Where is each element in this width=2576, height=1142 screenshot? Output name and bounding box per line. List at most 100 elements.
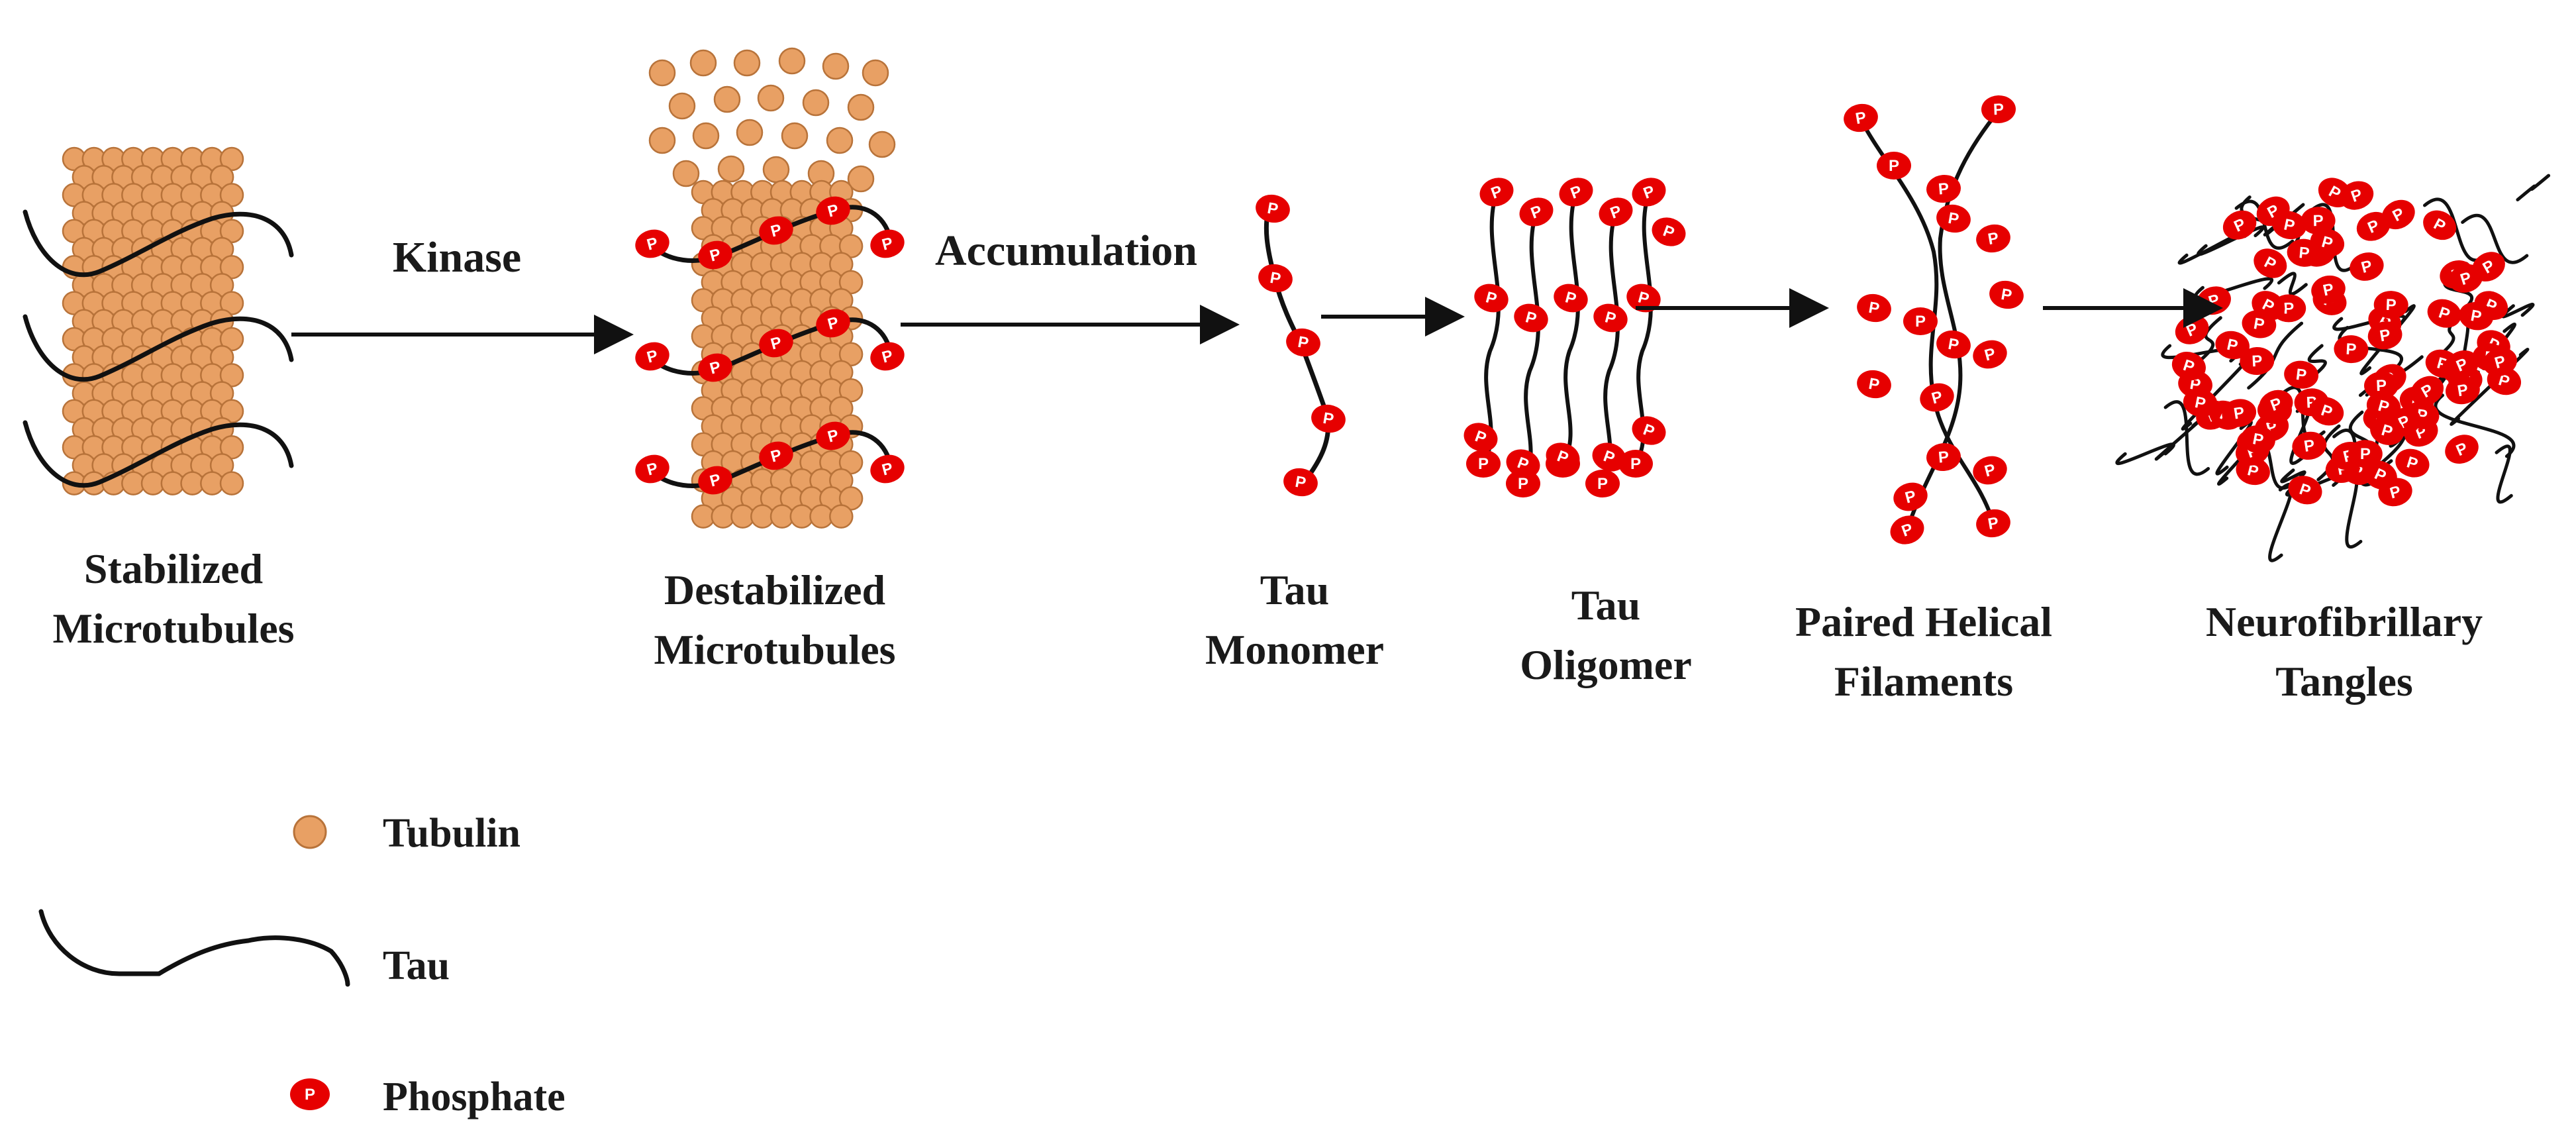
phosphate-ellipse [1286,328,1320,357]
phosphate-symbol: P [2375,377,2387,395]
phosphate-symbol: P [2456,381,2469,400]
phosphate-group: P [1286,328,1320,357]
phosphate-group: P [1652,217,1686,246]
phosphate-symbol: P [1915,313,1926,331]
tau-strand [1561,190,1580,466]
legend-phosphate-label: Phosphate [383,1074,566,1119]
phosphate-symbol: P [2303,437,2316,456]
phosphate-symbol: P [2346,340,2357,359]
stage-label-oligomer-line1: Tau [1571,582,1640,629]
phosphate-symbol: P [2493,352,2508,372]
free-tubulin-bead [822,52,850,80]
free-tubulin-bead [781,122,809,150]
phosphate-group: P [1311,404,1346,433]
phosphate-symbol: P [2458,269,2473,289]
phosphate-group: P [2311,275,2346,304]
legend-tau-label: Tau [383,943,450,988]
phosphate-symbol: P [2376,397,2391,417]
phosphate-ellipse [1844,103,1878,132]
stage-label-nft-line2: Tangles [2275,658,2413,705]
phosphate-group: P [2175,315,2209,344]
phosphate-group: P [2241,425,2275,454]
phosphate-ellipse [870,229,905,258]
phosphate-ellipse [1857,370,1891,399]
free-tubulin-bead [762,156,790,183]
stage-label-stabilized-line2: Microtubules [52,605,294,652]
phosphate-symbol: P [1930,388,1944,407]
phosphate-ellipse [2423,210,2457,240]
arrow-label-kinase: Kinase [393,233,521,282]
phosphate-group: P [2445,435,2479,464]
phosphate-ellipse [2350,252,2384,281]
phosphate-group: P [1283,468,1318,497]
phosphate-group: P [2222,210,2257,240]
phosphate-group: P [1976,509,2010,538]
tau-strand [2307,344,2327,378]
phosphate-group: P [698,240,732,270]
phosphate-group: P [1632,416,1666,445]
tau-strand [1481,190,1501,466]
phosphate-group: P [2252,291,2285,321]
stage-label-nft-line1: Neurofibrillary [2206,598,2483,645]
phosphate-ellipse [870,342,905,371]
phosphate-group: P [2215,331,2250,360]
phosphate-group: P [2446,376,2480,405]
phosphate-symbol: P [2469,307,2483,326]
phosphate-symbol: P [880,459,895,479]
legend-tau-icon [38,909,350,987]
phosphate-symbol: P [1854,109,1867,128]
phosphate-symbol: P [2298,244,2310,262]
free-tubulin-bead [847,165,875,193]
phosphate-group: P [1877,152,1911,180]
phosphate-group: P [2381,199,2415,230]
phosphate-ellipse [1632,178,1666,207]
phosphate-ellipse [635,229,669,258]
phosphate-ellipse [1890,515,1924,545]
phosphate-symbol: P [645,459,660,479]
phosphate-group: P [635,342,669,371]
phosphate-ellipse [1926,442,1961,472]
phosphate-ellipse [2472,252,2505,282]
free-tubulin-bead [862,59,889,87]
tau-strand [2280,468,2306,486]
phosphate-group: P [1844,103,1878,132]
phosphate-ellipse [1283,468,1318,497]
phosphate-group: P [1554,284,1588,313]
phosphate-group: P [2310,397,2344,426]
phosphate-group: P [870,342,905,371]
tau-strand [23,420,294,488]
stage-label-phf-line2: Filaments [1834,658,2013,705]
phosphate-symbol: P [1484,288,1499,308]
phosphate-group: P [2363,460,2397,490]
phosphate-ellipse [2459,302,2494,331]
phosphate-group: P [759,441,793,470]
phosphate-ellipse [2427,299,2461,328]
phosphate-ellipse [2348,440,2383,468]
phosphate-group: P [1626,284,1661,313]
stage-label-stabilized-line1: Stabilized [84,545,263,592]
phosphate-ellipse [1981,95,2016,124]
phosphate-group: P [1559,178,1593,207]
phosphate-ellipse [2373,291,2408,319]
phosphate-ellipse [2240,346,2275,376]
free-tubulin-bead [736,119,764,146]
free-tubulin-bead [648,127,676,154]
phosphate-ellipse [1936,330,1971,359]
phosphate-symbol: P [2252,430,2265,450]
phosphate-symbol: P [1636,288,1651,308]
phosphate-ellipse [2367,321,2403,350]
phosphate-group: P [1926,442,1961,472]
free-tubulin-bead [826,127,854,154]
tau-strand [2450,348,2530,426]
phosphate-ellipse [1474,284,1509,313]
phosphate-group: P [2259,389,2293,419]
phosphate-symbol: P [2320,233,2335,253]
phosphate-symbol: P [826,313,840,333]
phosphate-symbol: P [769,333,783,353]
phosphate-ellipse [2334,335,2369,364]
arrow-label-accumulation: Accumulation [935,227,1197,275]
tau-strand [1601,210,1620,486]
legend: Tubulin Tau P Phosphate [38,811,566,1119]
phosphate-ellipse [635,342,669,371]
